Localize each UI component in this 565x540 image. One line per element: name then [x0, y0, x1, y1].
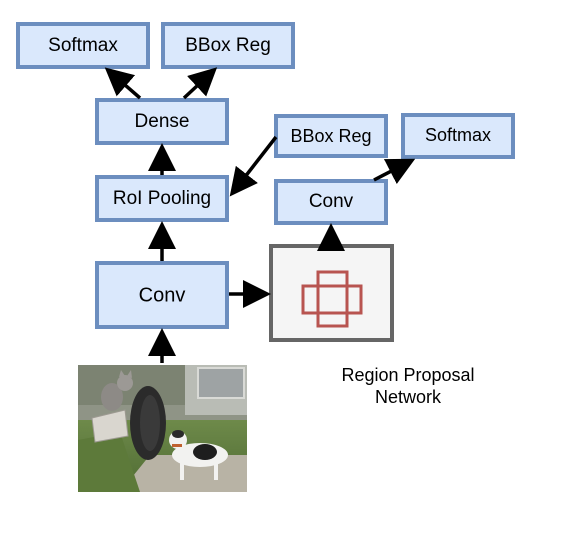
rpn-caption-line2: Network — [375, 387, 442, 407]
softmax-rpn-label: Softmax — [425, 125, 491, 145]
softmax-rpn-node: Softmax — [401, 113, 515, 159]
conv-rpn-node: Conv — [274, 179, 388, 225]
dense-label: Dense — [135, 111, 190, 132]
arrow-dense-to-softmax — [104, 67, 142, 100]
conv-main-label: Conv — [139, 284, 186, 306]
roi-pooling-label: RoI Pooling — [113, 188, 211, 209]
softmax-top-label: Softmax — [48, 35, 118, 56]
dense-node: Dense — [95, 98, 229, 145]
softmax-top-node: Softmax — [16, 22, 150, 69]
cat-and-dog-photo — [78, 365, 247, 492]
conv-main-node: Conv — [95, 261, 229, 329]
arrow-conv-rpn-to-softmax — [373, 158, 416, 185]
bbox-reg-top-node: BBox Reg — [161, 22, 295, 69]
bbox-reg-rpn-node: BBox Reg — [274, 114, 388, 158]
arrow-bbox-reg-to-roi — [229, 135, 278, 197]
bbox-reg-rpn-label: BBox Reg — [290, 126, 371, 146]
bbox-reg-top-label: BBox Reg — [185, 35, 271, 56]
proposal-boxes-icon — [301, 270, 363, 328]
conv-rpn-label: Conv — [309, 191, 354, 212]
roi-pooling-node: RoI Pooling — [95, 175, 229, 222]
rpn-caption-line1: Region Proposal — [341, 365, 474, 385]
arrow-dense-to-bbox-reg — [182, 67, 218, 100]
rpn-block — [269, 244, 394, 342]
